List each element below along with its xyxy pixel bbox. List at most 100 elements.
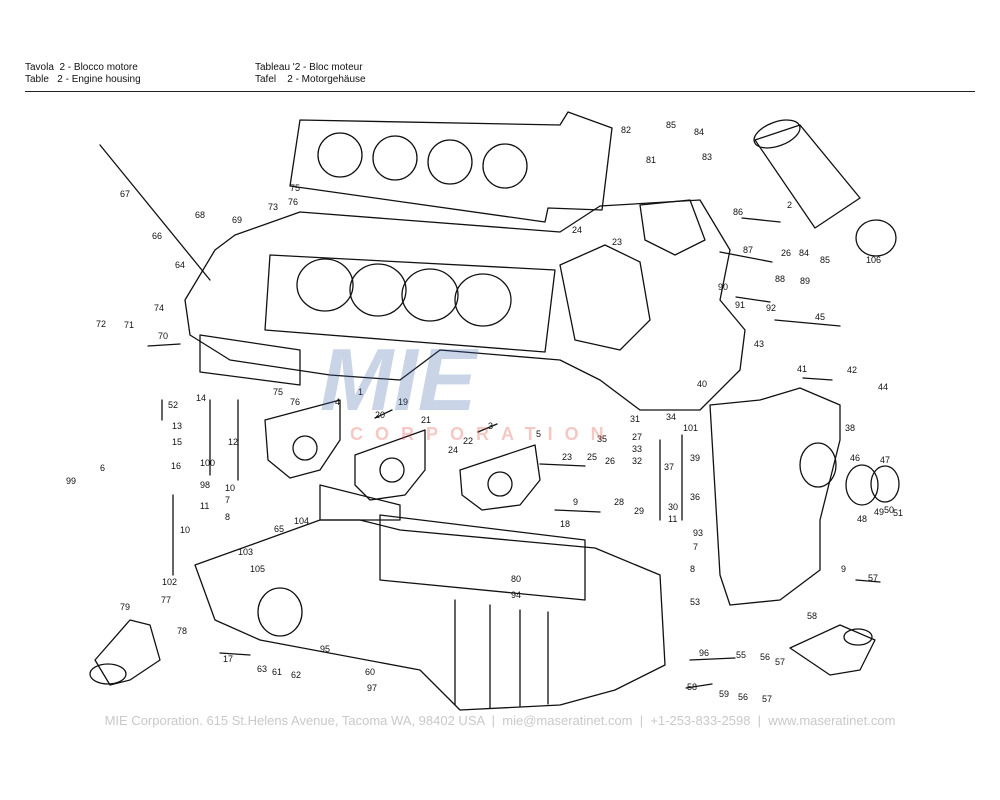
- part-callout-25: 25: [587, 452, 597, 462]
- part-callout-73: 73: [268, 202, 278, 212]
- part-callout-72: 72: [96, 319, 106, 329]
- part-callout-1: 1: [358, 387, 363, 397]
- head-gasket: [289, 111, 613, 223]
- engine-mount-right: [789, 624, 876, 676]
- part-callout-8: 8: [225, 512, 230, 522]
- part-callout-30: 30: [668, 502, 678, 512]
- part-callout-48: 48: [857, 514, 867, 524]
- part-callout-98: 98: [200, 480, 210, 490]
- part-callout-64: 64: [175, 260, 185, 270]
- part-callout-45: 45: [815, 312, 825, 322]
- part-callout-78: 78: [177, 626, 187, 636]
- header-title-it: Tavola 2 - Blocco motore: [25, 62, 138, 73]
- part-callout-27: 27: [632, 432, 642, 442]
- part-callout-86: 86: [733, 207, 743, 217]
- part-callout-106: 106: [866, 255, 881, 265]
- part-callout-60: 60: [365, 667, 375, 677]
- part-callout-67: 67: [120, 189, 130, 199]
- part-callout-43: 43: [754, 339, 764, 349]
- part-callout-51: 51: [893, 508, 903, 518]
- part-callout-10: 10: [225, 483, 235, 493]
- part-callout-24: 24: [448, 445, 458, 455]
- part-callout-8: 8: [690, 564, 695, 574]
- part-callout-56: 56: [760, 652, 770, 662]
- part-callout-99: 99: [66, 476, 76, 486]
- part-callout-3: 3: [488, 421, 493, 431]
- header-title-en: Table 2 - Engine housing: [25, 74, 141, 85]
- part-callout-81: 81: [646, 155, 656, 165]
- part-callout-12: 12: [228, 437, 238, 447]
- part-callout-69: 69: [232, 215, 242, 225]
- part-callout-42: 42: [847, 365, 857, 375]
- timing-cover: [709, 387, 900, 606]
- part-callout-91: 91: [735, 300, 745, 310]
- part-callout-76: 76: [290, 397, 300, 407]
- part-callout-61: 61: [272, 667, 282, 677]
- part-callout-52: 52: [168, 400, 178, 410]
- part-callout-88: 88: [775, 274, 785, 284]
- part-callout-59: 59: [719, 689, 729, 699]
- part-callout-93: 93: [693, 528, 703, 538]
- part-callout-56: 56: [738, 692, 748, 702]
- part-callout-35: 35: [597, 434, 607, 444]
- part-callout-68: 68: [195, 210, 205, 220]
- part-callout-94: 94: [511, 590, 521, 600]
- part-callout-13: 13: [172, 421, 182, 431]
- header-title-de: Tafel 2 - Motorgehäuse: [255, 74, 366, 85]
- footer-contact: MIE Corporation. 615 St.Helens Avenue, T…: [104, 713, 896, 728]
- part-callout-75: 75: [273, 387, 283, 397]
- part-callout-74: 74: [154, 303, 164, 313]
- part-callout-2: 2: [787, 200, 792, 210]
- part-callout-97: 97: [367, 683, 377, 693]
- part-callout-39: 39: [690, 453, 700, 463]
- part-callout-31: 31: [630, 414, 640, 424]
- part-callout-14: 14: [196, 393, 206, 403]
- part-callout-20: 20: [375, 410, 385, 420]
- part-callout-17: 17: [223, 654, 233, 664]
- part-callout-82: 82: [621, 125, 631, 135]
- part-callout-101: 101: [683, 423, 698, 433]
- part-callout-18: 18: [560, 519, 570, 529]
- part-callout-11: 11: [200, 501, 209, 511]
- part-callout-29: 29: [634, 506, 644, 516]
- part-callout-77: 77: [161, 595, 171, 605]
- part-callout-90: 90: [718, 282, 728, 292]
- part-callout-57: 57: [868, 573, 878, 583]
- part-callout-24: 24: [572, 225, 582, 235]
- part-callout-85: 85: [666, 120, 676, 130]
- part-callout-76: 76: [288, 197, 298, 207]
- part-callout-47: 47: [880, 455, 890, 465]
- part-callout-34: 34: [666, 412, 676, 422]
- part-callout-38: 38: [845, 423, 855, 433]
- part-callout-10: 10: [180, 525, 190, 535]
- part-callout-32: 32: [632, 456, 642, 466]
- part-callout-9: 9: [841, 564, 846, 574]
- part-callout-26: 26: [781, 248, 791, 258]
- part-callout-100: 100: [200, 458, 215, 468]
- part-callout-37: 37: [664, 462, 674, 472]
- part-callout-65: 65: [274, 524, 284, 534]
- part-callout-44: 44: [878, 382, 888, 392]
- engine-mount-left: [89, 619, 161, 686]
- part-callout-87: 87: [743, 245, 753, 255]
- studs-and-bolts: [99, 144, 881, 689]
- part-callout-41: 41: [797, 364, 807, 374]
- header-divider: [25, 91, 975, 92]
- part-callout-21: 21: [421, 415, 431, 425]
- part-callout-7: 7: [693, 542, 698, 552]
- part-callout-103: 103: [238, 547, 253, 557]
- part-callout-57: 57: [775, 657, 785, 667]
- part-callout-16: 16: [171, 461, 181, 471]
- part-callout-104: 104: [294, 516, 309, 526]
- cylinder-liner: [753, 119, 897, 257]
- part-callout-53: 53: [690, 597, 700, 607]
- part-callout-55: 55: [736, 650, 746, 660]
- part-callout-28: 28: [614, 497, 624, 507]
- part-callout-6: 6: [100, 463, 105, 473]
- part-callout-7: 7: [225, 495, 230, 505]
- part-callout-96: 96: [699, 648, 709, 658]
- engine-block: [184, 199, 746, 411]
- oil-sump: [194, 484, 666, 711]
